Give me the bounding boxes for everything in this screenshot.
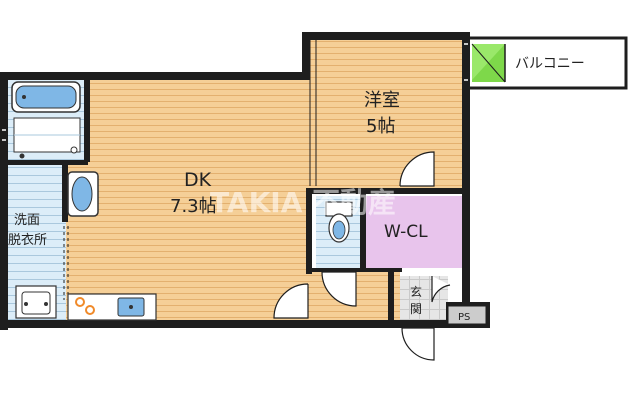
dk-name: DK xyxy=(184,169,212,191)
watermark: TAKIA 不動産 xyxy=(210,186,396,219)
bathtub xyxy=(11,81,81,113)
western-floor xyxy=(310,38,466,188)
kitchen-counter xyxy=(67,293,157,321)
balcony-label: バルコニー xyxy=(515,56,585,72)
entrance-name-1: 玄 xyxy=(410,284,422,299)
balcony: バルコニー xyxy=(464,36,628,90)
western-name: 洋室 xyxy=(364,90,400,111)
dk-floor xyxy=(66,78,310,320)
sliding-door-marks xyxy=(63,40,317,300)
washroom-name-1: 洗面 xyxy=(14,213,40,228)
dk-size: 7.3帖 xyxy=(170,196,217,217)
washing-machine xyxy=(15,285,57,319)
western-size: 5帖 xyxy=(366,116,395,137)
wcl-name: W-CL xyxy=(384,222,428,242)
entrance-name-2: 関 xyxy=(410,302,422,316)
wash-basin xyxy=(67,171,99,217)
washroom-name-2: 脱衣所 xyxy=(8,232,47,248)
toilet xyxy=(325,201,353,243)
door-swings xyxy=(273,151,451,361)
ps-label: PS xyxy=(458,312,470,323)
window-marks xyxy=(2,43,468,141)
wcl-floor xyxy=(366,196,462,268)
bath-fixture xyxy=(13,117,81,159)
pipe-shaft: PS xyxy=(447,305,487,325)
